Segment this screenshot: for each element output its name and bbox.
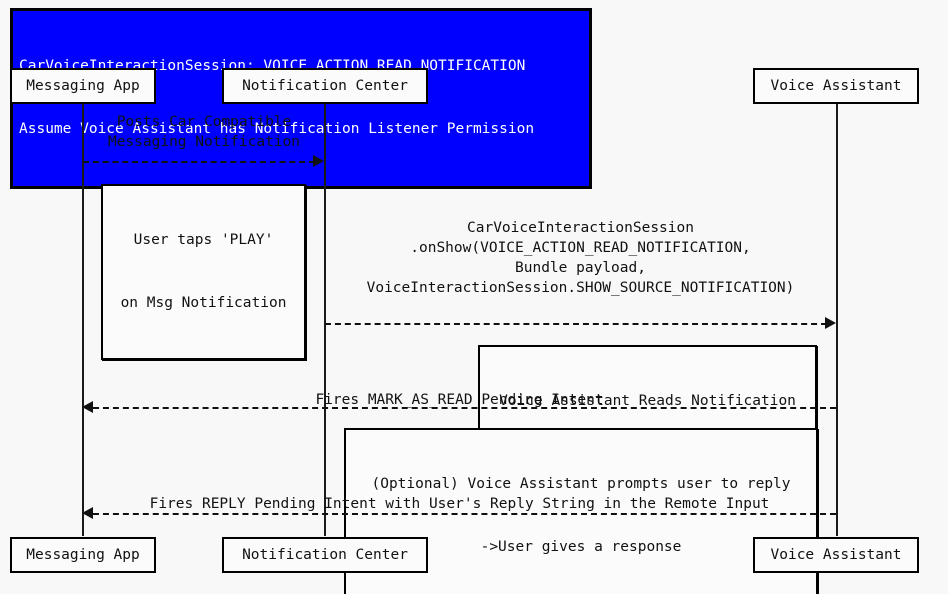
lifeline-notification-center xyxy=(324,104,326,536)
arrowhead-posts-notification xyxy=(313,155,324,167)
message-label-mark-as-read: Fires MARK_AS_READ Pending Intent xyxy=(315,392,604,408)
note-user-taps-play: User taps 'PLAY' on Msg Notification xyxy=(101,184,306,360)
message-label-posts-notification-line-1: Posts Car Compatible xyxy=(116,114,292,130)
lifeline-voice-assistant xyxy=(836,104,838,536)
note-optional-reply-prompt-line-1: (Optional) Voice Assistant prompts user … xyxy=(371,476,791,492)
arrowhead-on-show xyxy=(825,317,836,329)
message-label-on-show-line-3: Bundle payload, xyxy=(515,260,646,276)
message-label-posts-notification-line-2: Messaging Notification xyxy=(107,134,301,150)
participant-top-voice-assistant[interactable]: Voice Assistant xyxy=(753,68,919,104)
message-line-mark-as-read xyxy=(93,407,836,409)
note-user-taps-play-line-1: User taps 'PLAY' xyxy=(133,232,274,248)
participant-bottom-notification-center[interactable]: Notification Center xyxy=(222,537,428,573)
message-line-reply-intent xyxy=(93,513,836,515)
message-label-on-show-line-4: VoiceInteractionSession.SHOW_SOURCE_NOTI… xyxy=(366,280,795,296)
arrowhead-mark-as-read xyxy=(82,401,93,413)
message-label-on-show-line-2: .onShow(VOICE_ACTION_READ_NOTIFICATION, xyxy=(410,240,751,256)
participant-bottom-messaging-app[interactable]: Messaging App xyxy=(10,537,156,573)
diagram-title-line-2: Assume Voice Assistant has Notification … xyxy=(19,121,535,137)
lifeline-messaging-app xyxy=(82,104,84,536)
message-line-posts-notification xyxy=(83,161,315,163)
participant-top-messaging-app[interactable]: Messaging App xyxy=(10,68,156,104)
participant-bottom-voice-assistant[interactable]: Voice Assistant xyxy=(753,537,919,573)
arrowhead-reply-intent xyxy=(82,507,93,519)
note-reads-notification-line-1: Voice Assistant Reads Notification xyxy=(499,393,796,409)
message-label-reply-intent: Fires REPLY Pending Intent with User's R… xyxy=(149,496,770,512)
note-user-taps-play-line-2: on Msg Notification xyxy=(120,295,287,311)
note-optional-reply-prompt-line-2: ->User gives a response xyxy=(480,539,682,555)
message-line-on-show xyxy=(325,323,827,325)
message-label-on-show-line-1: CarVoiceInteractionSession xyxy=(467,220,694,236)
participant-top-notification-center[interactable]: Notification Center xyxy=(222,68,428,104)
